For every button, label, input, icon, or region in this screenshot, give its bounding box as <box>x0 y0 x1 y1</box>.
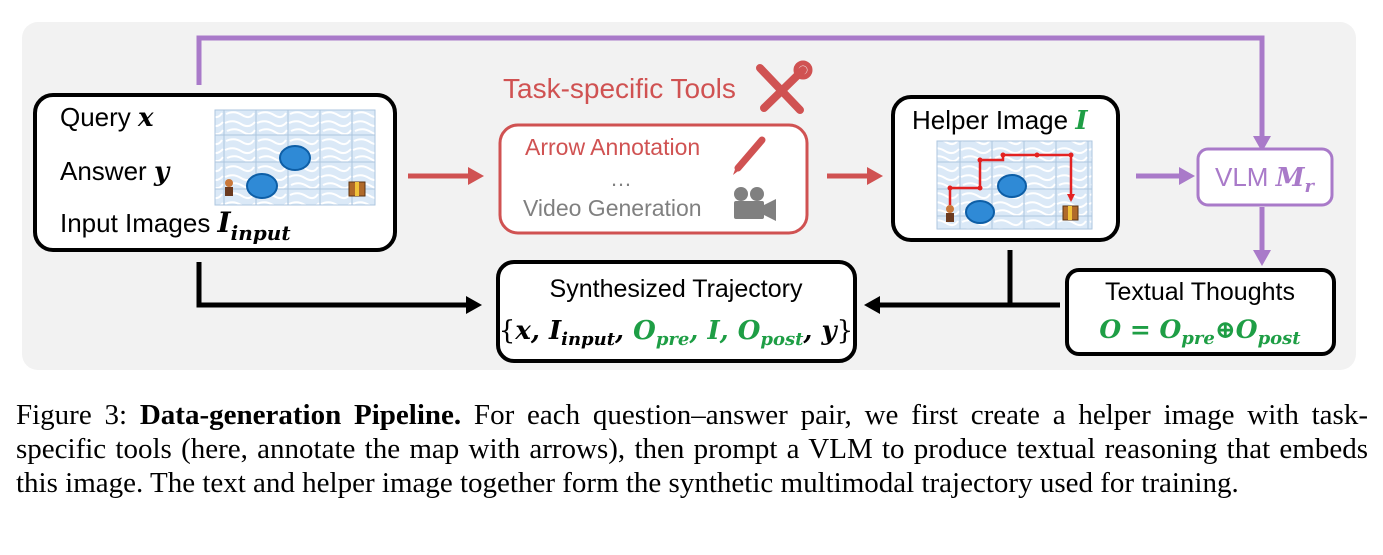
hole-icon <box>246 173 278 199</box>
tools-box <box>498 123 809 235</box>
pencil-icon <box>733 136 766 175</box>
arrow-tools-to-helper <box>827 167 883 185</box>
annotated-path-arrows <box>948 153 1075 205</box>
player-icon <box>225 179 233 196</box>
tool-video-generation: Video Generation <box>523 195 702 221</box>
answer-text: Answer y <box>60 156 171 187</box>
hole-icon <box>997 174 1027 198</box>
helper-map-image <box>936 140 1093 230</box>
tools-title: Task-specific Tools <box>503 73 736 104</box>
query-text: Query x <box>60 102 154 133</box>
arrow-input-to-trajectory <box>196 262 482 314</box>
vlm-box <box>1196 147 1334 207</box>
tool-arrow-annotation: Arrow Annotation <box>525 134 700 160</box>
helper-label: Helper Image I <box>912 105 1088 136</box>
purple-connector-top <box>196 35 1271 152</box>
input-map-image <box>214 109 376 206</box>
player-icon <box>946 205 954 222</box>
wrench-screwdriver-icon <box>756 60 813 114</box>
caption-bold: Data-generation Pipeline. <box>139 399 462 431</box>
trajectory-label: Synthesized Trajectory <box>550 275 803 303</box>
arrow-input-to-tools <box>408 167 484 185</box>
video-camera-icon <box>734 187 776 221</box>
vlm-label: VLM Mr <box>1215 162 1315 197</box>
trajectory-box <box>496 260 857 363</box>
arrow-helper-to-vlm <box>1136 167 1195 185</box>
caption-prefix: Figure 3: <box>16 399 140 431</box>
thoughts-box <box>1065 268 1336 356</box>
hole-icon <box>965 200 995 224</box>
arrow-vlm-to-thoughts <box>1253 207 1271 266</box>
tools-ellipsis: … <box>610 166 632 191</box>
hole-icon <box>279 145 311 171</box>
arrow-helper-thoughts-to-trajectory <box>864 250 1060 314</box>
caption-text: For each question–answer pair, we first … <box>16 399 1368 499</box>
thoughts-label: Textual Thoughts <box>1105 278 1295 306</box>
goal-gift-icon <box>348 181 366 197</box>
figure-caption: Figure 3: Data-generation Pipeline. For … <box>16 398 1368 500</box>
input-images-text: Input Images Iinput <box>60 206 291 245</box>
pipeline-diagram: Query x Answer y Input Images Iinput Tas… <box>22 22 1356 370</box>
goal-gift-icon <box>1062 205 1079 221</box>
